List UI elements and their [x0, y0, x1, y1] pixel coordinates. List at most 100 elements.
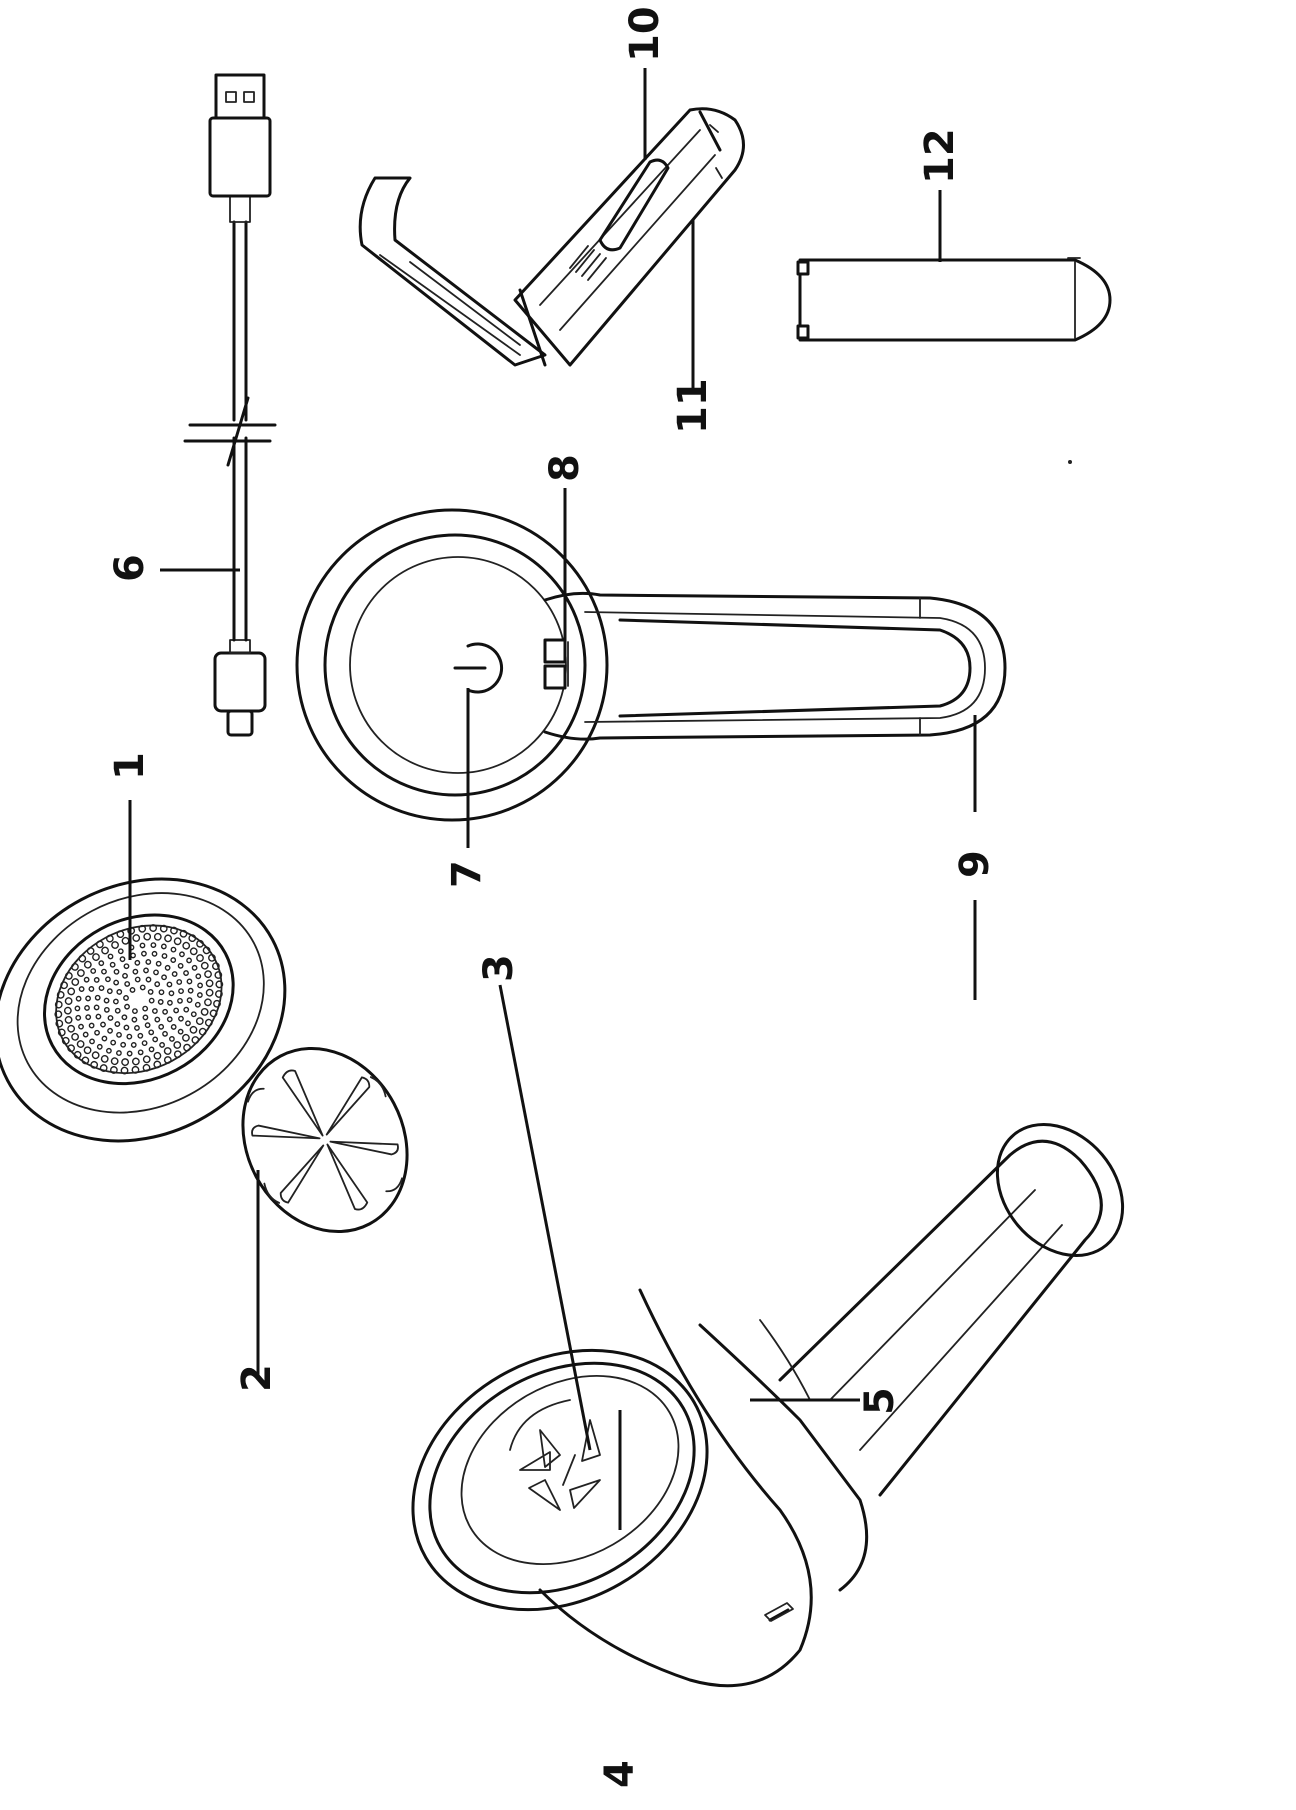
- mesh-hole: [142, 1014, 149, 1021]
- mesh-hole: [96, 1043, 103, 1050]
- mesh-hole: [132, 934, 141, 942]
- mesh-hole: [173, 1041, 182, 1049]
- mesh-hole: [138, 924, 147, 933]
- mesh-hole: [150, 942, 157, 949]
- mesh-hole: [113, 979, 120, 986]
- mesh-hole: [195, 973, 202, 980]
- mesh-hole: [112, 998, 119, 1005]
- mesh-hole: [169, 1036, 175, 1042]
- mesh-hole: [147, 988, 154, 995]
- mesh-hole: [54, 1010, 63, 1019]
- mesh-hole: [90, 968, 97, 974]
- mesh-hole: [117, 948, 124, 955]
- mesh-hole: [54, 1000, 63, 1009]
- mesh-hole: [119, 956, 126, 963]
- mesh-hole: [178, 1015, 184, 1022]
- mesh-hole: [130, 1042, 137, 1048]
- mesh-hole: [179, 929, 188, 938]
- mesh-hole: [173, 937, 182, 946]
- callout-11: 11: [670, 378, 716, 434]
- mesh-hole: [189, 947, 198, 956]
- mesh-hole: [116, 930, 125, 939]
- mesh-hole: [166, 981, 173, 988]
- mesh-hole: [158, 1023, 165, 1030]
- mesh-hole: [204, 998, 212, 1007]
- mesh-hole: [76, 1040, 85, 1048]
- mesh-hole: [91, 1051, 100, 1060]
- mesh-hole: [153, 1051, 162, 1060]
- mesh-hole: [183, 970, 189, 976]
- mesh-hole: [213, 999, 221, 1008]
- mesh-hole: [145, 976, 152, 983]
- mesh-hole: [148, 1046, 155, 1053]
- mesh-hole: [93, 977, 100, 983]
- mesh-hole: [63, 1006, 72, 1015]
- mesh-hole: [148, 997, 155, 1004]
- mesh-hole: [142, 1063, 151, 1072]
- mesh-hole: [64, 997, 73, 1005]
- mesh-hole: [204, 970, 212, 979]
- mesh-hole: [75, 1014, 82, 1021]
- mesh-hole: [83, 1046, 92, 1055]
- mesh-pattern: [54, 924, 224, 1075]
- mesh-hole: [101, 1035, 108, 1042]
- mesh-hole: [170, 1024, 177, 1030]
- mesh-hole: [170, 957, 177, 963]
- mesh-hole: [187, 987, 194, 994]
- mesh-hole: [164, 964, 171, 971]
- mesh-hole: [141, 950, 147, 957]
- mesh-hole: [86, 947, 95, 955]
- mesh-hole: [67, 1024, 76, 1033]
- mesh-hole: [78, 986, 85, 992]
- callout-10: 10: [622, 6, 668, 62]
- mesh-hole: [106, 988, 113, 995]
- mesh-hole: [110, 1039, 117, 1046]
- callout-12: 12: [917, 128, 963, 184]
- mesh-hole: [197, 982, 203, 989]
- mesh-hole: [153, 1060, 162, 1069]
- mesh-hole: [196, 954, 204, 962]
- mesh-hole: [82, 1031, 89, 1038]
- mesh-hole: [55, 1019, 64, 1028]
- mesh-hole: [134, 1025, 140, 1031]
- mesh-hole: [142, 1005, 149, 1012]
- mesh-hole: [205, 979, 214, 988]
- mesh-hole: [71, 1032, 79, 1041]
- mesh-hole: [116, 1031, 122, 1038]
- mesh-hole: [109, 961, 116, 968]
- mesh-hole: [141, 1040, 148, 1047]
- mesh-hole: [164, 934, 172, 943]
- mesh-hole: [126, 1033, 133, 1040]
- mesh-hole: [154, 981, 161, 988]
- mesh-hole: [123, 995, 129, 1001]
- mesh-hole: [64, 972, 73, 980]
- mesh-hole: [131, 1057, 140, 1066]
- callout-3: 3: [476, 954, 522, 982]
- mesh-hole: [204, 1018, 213, 1027]
- mesh-hole: [73, 1050, 82, 1059]
- mesh-hole: [149, 924, 158, 932]
- mesh-hole: [183, 1006, 190, 1013]
- mesh-hole: [155, 960, 162, 967]
- mesh-hole: [105, 976, 111, 983]
- mesh-hole: [94, 1029, 100, 1036]
- mesh-hole: [78, 954, 87, 963]
- mesh-hole: [129, 987, 136, 993]
- mesh-hole: [75, 995, 82, 1002]
- part-2-blade-disc: [241, 1046, 409, 1234]
- mesh-hole: [107, 953, 114, 960]
- mesh-hole: [123, 1024, 130, 1031]
- mesh-hole: [132, 968, 139, 975]
- mesh-hole: [142, 1055, 151, 1064]
- mesh-hole: [161, 974, 167, 981]
- mesh-hole: [116, 989, 123, 995]
- mesh-hole: [71, 978, 80, 986]
- mesh-hole: [93, 1004, 100, 1011]
- mesh-hole: [215, 990, 223, 998]
- mesh-hole: [137, 1032, 144, 1039]
- mesh-hole: [211, 962, 220, 971]
- mesh-hole: [111, 941, 119, 949]
- mesh-hole: [173, 1007, 180, 1014]
- mesh-hole: [159, 1042, 165, 1048]
